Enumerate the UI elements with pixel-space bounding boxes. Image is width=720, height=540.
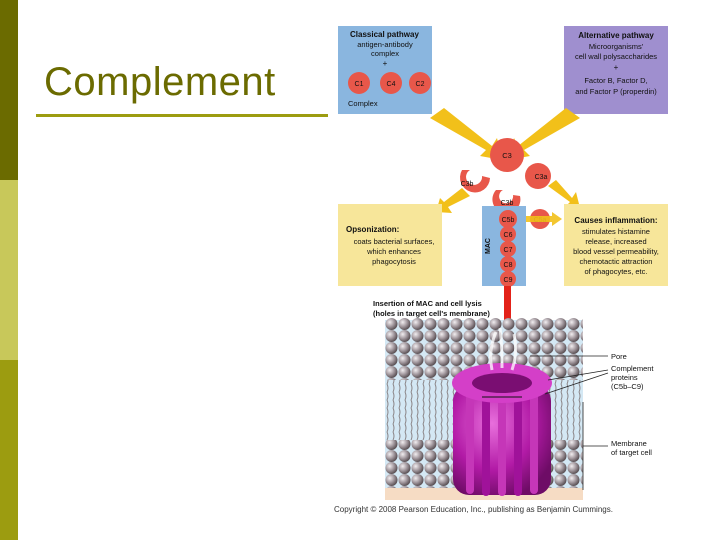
slide-title: Complement <box>44 60 276 104</box>
complement-label-line2: proteins <box>611 373 638 382</box>
c3a-protein <box>525 163 551 189</box>
c9-label: C9 <box>504 277 513 284</box>
c4-label: C4 <box>387 81 396 88</box>
insertion-line2: (holes in target cell's membrane) <box>373 309 490 318</box>
inflammation-panel <box>564 204 668 286</box>
inflammation-line4: chemotactic attraction <box>580 257 653 266</box>
c3a-to-inflammation-arrow <box>548 180 580 208</box>
c5b-protein <box>499 210 517 228</box>
classical-line1: antigen-antibody <box>357 40 413 49</box>
sidebar-top-band <box>0 0 18 180</box>
inflammation-line2: release, increased <box>585 237 646 246</box>
c4-protein <box>380 72 402 94</box>
alternative-line4: and Factor P (properdin) <box>575 87 657 96</box>
mac-pore-opening <box>472 373 532 393</box>
alternative-plus: + <box>614 63 619 72</box>
mac-subunit <box>482 394 490 496</box>
inflammation-line3: blood vessel permeability, <box>573 247 659 256</box>
c3a-label: C3a <box>535 174 548 181</box>
inflammation-line5: of phagocytes, etc. <box>585 267 648 276</box>
inflammation-title: Causes inflammation: <box>574 216 657 225</box>
opsonization-title: Opsonization: <box>346 225 399 234</box>
c3b-to-opsonization-arrow <box>436 188 470 213</box>
c7-label: C7 <box>504 247 513 254</box>
opsonization-line2: which enhances <box>366 247 421 256</box>
insertion-line1: Insertion of MAC and cell lysis <box>373 299 482 308</box>
alternative-line3: Factor B, Factor D, <box>584 76 647 85</box>
classical-line2: complex <box>371 49 399 58</box>
mac-pore <box>452 327 552 496</box>
c3b-label-left: C3b <box>461 181 474 188</box>
mac-subunit <box>530 392 538 494</box>
inflammation-line1: stimulates histamine <box>582 227 650 236</box>
membrane-label-line2: of target cell <box>611 448 652 457</box>
c2-protein <box>409 72 431 94</box>
mac-label: MAC <box>485 238 492 254</box>
mac-subunit <box>498 394 506 496</box>
c7-protein <box>500 241 516 257</box>
c3-protein <box>490 138 524 172</box>
c1-label: C1 <box>355 81 364 88</box>
c6-protein <box>500 226 516 242</box>
c5a-to-inflammation-arrow <box>526 212 562 226</box>
c9-protein <box>500 271 516 287</box>
red-arrow-shaft <box>504 286 511 336</box>
classical-to-c3-arrow <box>430 108 502 160</box>
c3b-label-center: C3b <box>501 200 514 207</box>
sidebar-middle-band <box>0 180 18 360</box>
classical-complex-label: Complex <box>348 99 378 108</box>
classical-pathway-panel <box>338 26 432 114</box>
alternative-pathway-title: Alternative pathway <box>578 31 654 40</box>
c1-protein <box>348 72 370 94</box>
complement-label-line1: Complement <box>611 364 654 373</box>
c5b-label: C5b <box>502 217 515 224</box>
c8-protein <box>500 256 516 272</box>
complement-callout-line-2 <box>544 372 609 395</box>
alternative-to-c3-arrow <box>508 108 580 160</box>
alternative-line1: Microorganisms' <box>589 42 644 51</box>
complement-callout-line <box>547 369 609 381</box>
mac-subunit <box>514 394 522 496</box>
opsonization-panel <box>338 204 442 286</box>
classical-pathway-title: Classical pathway <box>350 30 419 39</box>
alternative-pathway-panel <box>564 26 668 114</box>
c3-label: C3 <box>502 151 512 160</box>
sidebar-bottom-band <box>0 360 18 540</box>
membrane-label-line1: Membrane <box>611 439 647 448</box>
cytoplasm-leak-streams <box>489 327 518 371</box>
classical-plus: + <box>383 59 388 68</box>
complement-label-line3: (C5b–C9) <box>611 382 644 391</box>
c3b-fragment-left <box>460 170 490 193</box>
opsonization-line3: phagocytosis <box>372 257 416 266</box>
c8-label: C8 <box>504 262 513 269</box>
mac-subunit <box>466 392 474 494</box>
alternative-line2: cell wall polysaccharides <box>575 52 657 61</box>
opsonization-line1: coats bacterial surfaces, <box>354 237 435 246</box>
title-underline <box>36 114 328 117</box>
copyright-notice: Copyright © 2008 Pearson Education, Inc.… <box>334 505 613 514</box>
c6-label: C6 <box>504 232 513 239</box>
c2-label: C2 <box>416 81 425 88</box>
pore-label: Pore <box>611 352 627 361</box>
